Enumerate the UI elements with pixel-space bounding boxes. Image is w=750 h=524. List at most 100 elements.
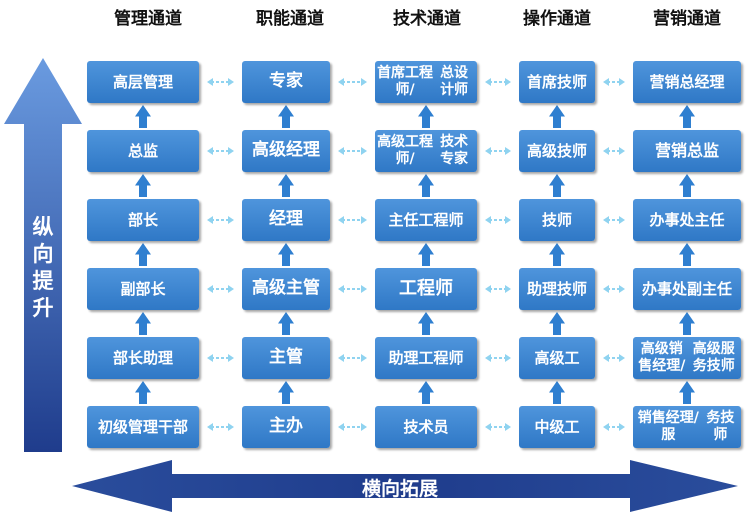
position-box: 专家 (242, 61, 330, 103)
position-box: 高级工 (519, 337, 595, 379)
side-arrow-head (338, 423, 344, 431)
position-box: 办事处主任 (633, 199, 741, 241)
vertical-axis-label: 纵向提升 (26, 214, 60, 322)
up-arrow (418, 105, 434, 128)
position-box: 助理技师 (519, 268, 595, 310)
side-arrow-head (603, 78, 609, 86)
side-arrow-head (485, 147, 491, 155)
side-arrow-head (603, 354, 609, 362)
side-arrow-head (228, 285, 234, 293)
side-arrow-head (619, 354, 625, 362)
side-arrow-head (338, 78, 344, 86)
side-arrow-head (228, 216, 234, 224)
side-arrow-head (338, 285, 344, 293)
position-box: 高级经理 (242, 130, 330, 172)
side-arrow-head (361, 423, 367, 431)
position-box: 副部长 (87, 268, 199, 310)
up-arrow (679, 381, 695, 404)
up-arrow (135, 105, 151, 128)
side-arrow-head (207, 354, 213, 362)
position-box: 营销总监 (633, 130, 741, 172)
side-arrow-head (619, 216, 625, 224)
side-arrow-head (619, 423, 625, 431)
position-box: 部长助理 (87, 337, 199, 379)
up-arrow (278, 312, 294, 335)
side-arrow-head (485, 216, 491, 224)
side-arrow-head (505, 78, 511, 86)
side-arrow-head (485, 354, 491, 362)
position-box: 高级主管 (242, 268, 330, 310)
side-arrow-head (361, 285, 367, 293)
vertical-axis-char: 提 (32, 269, 54, 293)
side-arrow-head (207, 285, 213, 293)
side-arrow-head (361, 78, 367, 86)
position-box: 高级销售经理/高级服务技师 (633, 337, 741, 379)
column-header: 营销通道 (653, 9, 721, 29)
side-arrow-head (603, 285, 609, 293)
side-arrow-head (619, 285, 625, 293)
side-arrow-head (338, 147, 344, 155)
vertical-axis-char: 升 (32, 296, 54, 320)
up-arrow (679, 105, 695, 128)
up-arrow (135, 243, 151, 266)
side-arrow-head (505, 423, 511, 431)
position-box: 助理工程师 (375, 337, 477, 379)
up-arrow (549, 243, 565, 266)
up-arrow (549, 312, 565, 335)
side-arrow-head (485, 78, 491, 86)
side-arrow-head (505, 354, 511, 362)
position-box: 经理 (242, 199, 330, 241)
up-arrow (278, 381, 294, 404)
position-box: 营销总经理 (633, 61, 741, 103)
position-box: 高级技师 (519, 130, 595, 172)
side-arrow-head (207, 78, 213, 86)
position-box: 高层管理 (87, 61, 199, 103)
side-arrow-head (228, 147, 234, 155)
up-arrow (418, 243, 434, 266)
position-box: 首席工程师/总设计师 (375, 61, 477, 103)
side-arrow-head (207, 147, 213, 155)
side-arrow-head (485, 423, 491, 431)
side-arrow-head (603, 216, 609, 224)
up-arrow (135, 312, 151, 335)
side-arrow-head (228, 354, 234, 362)
position-box: 初级管理干部 (87, 406, 199, 448)
side-arrow-head (338, 354, 344, 362)
side-arrow-head (228, 423, 234, 431)
side-arrow-head (619, 78, 625, 86)
side-arrow-head (603, 147, 609, 155)
position-box: 高级工程师/技术专家 (375, 130, 477, 172)
position-box: 主管 (242, 337, 330, 379)
position-box: 工程师 (375, 268, 477, 310)
column-header: 技术通道 (393, 9, 461, 29)
position-box: 主办 (242, 406, 330, 448)
column-header: 职能通道 (256, 9, 324, 29)
side-arrow-head (338, 216, 344, 224)
side-arrow-head (207, 216, 213, 224)
up-arrow (418, 312, 434, 335)
up-arrow (418, 174, 434, 197)
up-arrow (135, 381, 151, 404)
up-arrow (278, 243, 294, 266)
up-arrow (278, 105, 294, 128)
side-arrow-head (505, 216, 511, 224)
side-arrow-head (505, 147, 511, 155)
up-arrow (679, 243, 695, 266)
up-arrow (549, 381, 565, 404)
side-arrow-head (505, 285, 511, 293)
horizontal-axis-label: 横向拓展 (361, 478, 438, 500)
side-arrow-head (603, 423, 609, 431)
side-arrow-head (361, 216, 367, 224)
position-box: 技师 (519, 199, 595, 241)
side-arrow-head (361, 354, 367, 362)
vertical-axis-char: 纵 (32, 215, 54, 239)
side-arrow-head (361, 147, 367, 155)
side-arrow-head (619, 147, 625, 155)
up-arrow (679, 312, 695, 335)
position-box: 主任工程师 (375, 199, 477, 241)
column-header: 管理通道 (114, 9, 182, 29)
position-box: 部长 (87, 199, 199, 241)
up-arrow (418, 381, 434, 404)
